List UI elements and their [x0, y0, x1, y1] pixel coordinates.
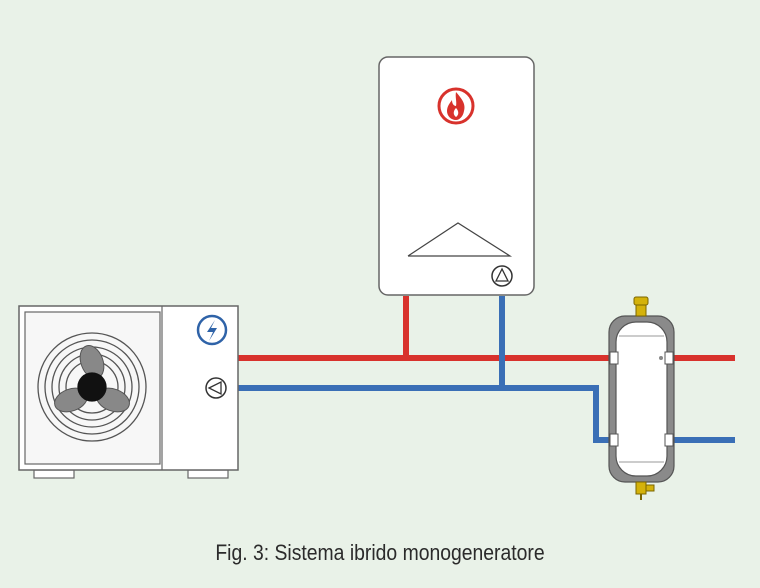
figure-caption: Fig. 3: Sistema ibrido monogeneratore — [215, 540, 545, 565]
boiler-triangle-mark — [407, 222, 513, 257]
separator-port-flow-left — [609, 351, 619, 365]
separator-body — [615, 321, 668, 477]
separator-port-flow-right — [664, 351, 674, 365]
air-vent-valve — [633, 296, 649, 317]
boiler-unit — [378, 56, 535, 296]
flow-pipes — [238, 296, 735, 361]
separator-tank-icon — [608, 296, 675, 500]
drain-valve — [635, 481, 655, 500]
boiler-casing — [378, 56, 535, 296]
pump-triangle-icon — [491, 265, 513, 287]
fan-icon — [37, 332, 147, 442]
lightning-bolt-icon — [196, 314, 228, 346]
separator-port-return-right — [664, 433, 674, 447]
flame-icon — [437, 87, 475, 125]
heat-pump-unit — [18, 305, 239, 479]
return-pipe-heatpump-to-separator — [238, 385, 613, 443]
separator-port-return-left — [609, 433, 619, 447]
heat-pump-foot-right — [187, 469, 229, 479]
return-pipes — [238, 296, 735, 443]
heat-pump-foot-left — [33, 469, 75, 479]
pump-triangle-icon — [205, 377, 227, 399]
